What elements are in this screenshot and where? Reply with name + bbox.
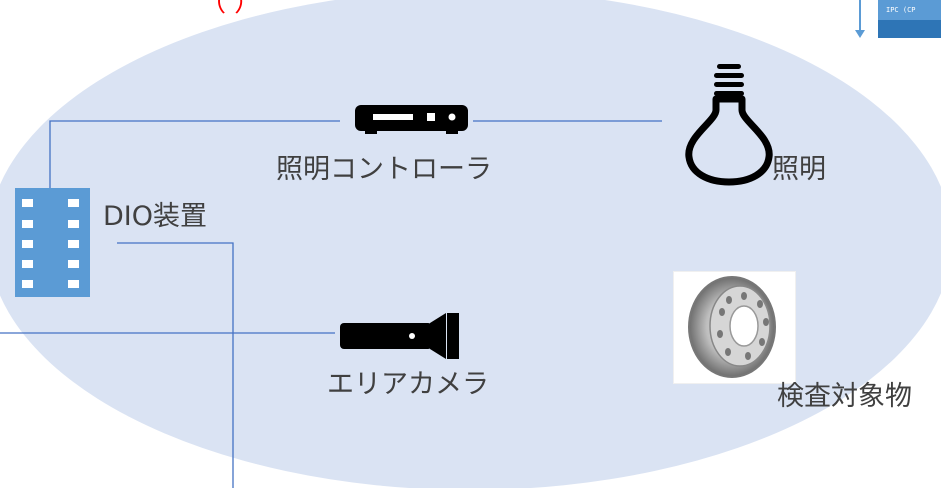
lightbulb-icon bbox=[685, 64, 773, 186]
area-camera-label: エリアカメラ bbox=[327, 369, 489, 400]
light-controller-label: 照明コントローラ bbox=[276, 154, 492, 185]
ipc-label: IPC (CP bbox=[878, 0, 941, 20]
dio-label: DIO装置 bbox=[103, 201, 208, 232]
ipc-arrow bbox=[855, 0, 865, 38]
wheel-rim-photo bbox=[673, 271, 796, 384]
router-icon bbox=[355, 105, 468, 134]
film-strip-icon bbox=[15, 188, 90, 297]
light-label: 照明 bbox=[772, 154, 826, 185]
flashlight-icon bbox=[340, 313, 459, 359]
diagram-title: （ ） bbox=[200, 0, 261, 18]
connection-lines bbox=[0, 120, 662, 488]
inspection-target-label: 検査対象物 bbox=[777, 381, 912, 412]
wire-dio-to-controller bbox=[49, 120, 340, 188]
wheel-rim-graphic bbox=[688, 276, 776, 378]
wire-dio-down bbox=[117, 242, 234, 488]
